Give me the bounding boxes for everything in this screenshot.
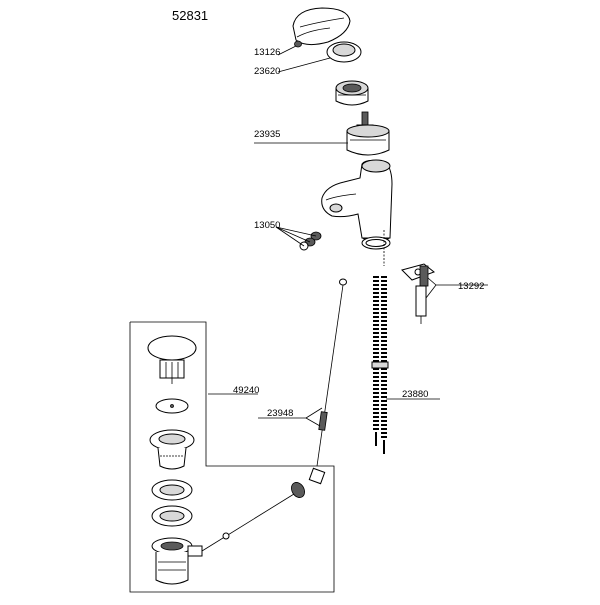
part-number-cap-ring: 23620 <box>254 66 280 77</box>
part-number-cartridge: 23935 <box>254 129 280 140</box>
waste-set-frame <box>129 321 335 593</box>
handle-screw-part <box>294 40 302 48</box>
part-number-pop-up-rod: 23948 <box>267 408 293 419</box>
part-number-mounting-set: 13292 <box>458 281 484 292</box>
leader-lines <box>208 45 488 427</box>
diagram-title: 52831 <box>172 8 208 23</box>
faucet-body-part <box>321 159 393 242</box>
aerator-part <box>299 203 343 251</box>
cap-ring-part <box>326 41 362 63</box>
cartridge-part <box>346 111 390 156</box>
threaded-nut-part <box>335 80 369 106</box>
part-number-waste-set: 49240 <box>233 385 259 396</box>
pop-up-plug-part <box>147 335 197 384</box>
part-number-aerator: 13050 <box>254 220 280 231</box>
waste-washer-part <box>151 479 193 527</box>
mounting-set-part <box>401 263 436 324</box>
waste-body-part <box>151 537 203 585</box>
o-ring-part <box>361 236 391 250</box>
plug-seal-part <box>155 398 189 414</box>
part-number-handle-screw: 13126 <box>254 47 280 58</box>
lift-rod-part <box>201 482 305 552</box>
lever-handle <box>292 7 351 46</box>
flexible-hoses-part <box>371 276 389 454</box>
waste-flange-part <box>149 429 195 470</box>
part-number-flexible-hoses: 23880 <box>402 389 428 400</box>
pop-up-rod-part <box>308 278 347 485</box>
